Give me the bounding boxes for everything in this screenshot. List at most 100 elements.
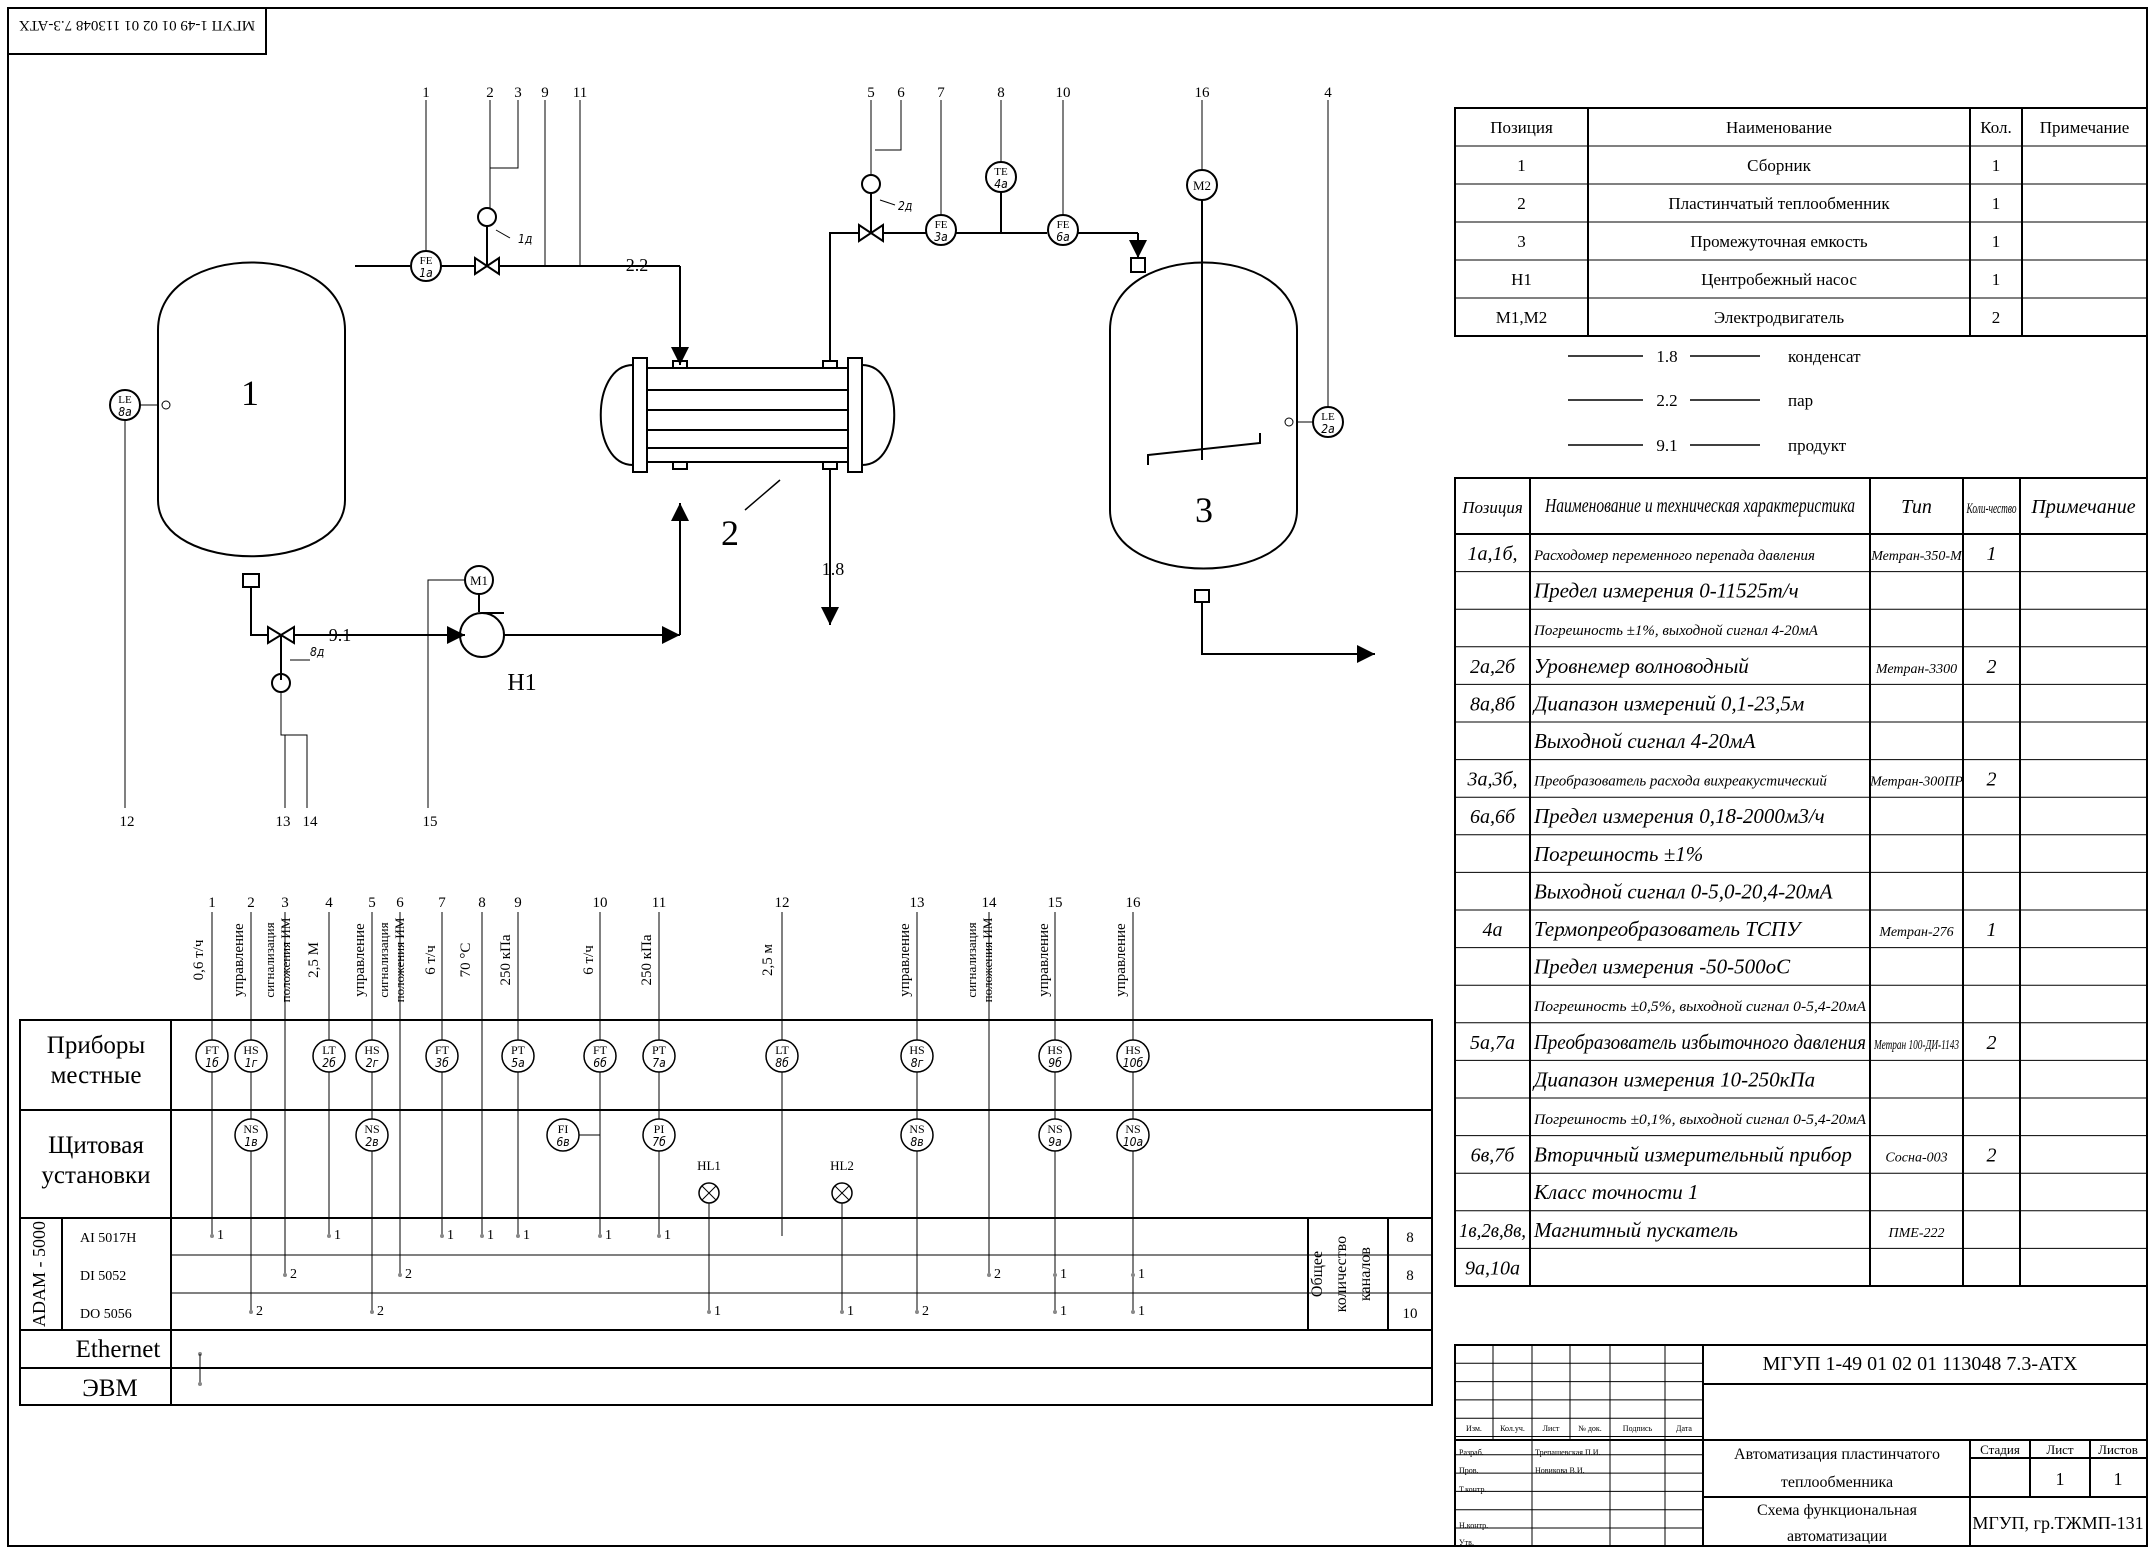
tb-role: Разраб. [1459, 1448, 1484, 1457]
it-cell: Метран 100-ДИ-1143 [1873, 1038, 1959, 1053]
inst-num: 2г [366, 1056, 379, 1070]
local-instrument [583, 1039, 617, 1073]
local-instrument [765, 1039, 799, 1073]
inst-tag: HS [1047, 1043, 1062, 1057]
line-num: 15 [423, 814, 438, 830]
line-num: 3 [514, 85, 522, 101]
line-num: 6 [897, 85, 905, 101]
channel-mark: 1 [487, 1228, 494, 1243]
inst-tag: HS [243, 1043, 258, 1057]
it-cell: 4а [1483, 919, 1503, 941]
it-header: Наименование и техническая характеристик… [1544, 495, 1855, 517]
column-param: сигнализация [262, 922, 277, 997]
it-cell: Предел измерения 0-11525т/ч [1533, 579, 1799, 603]
column-number: 8 [478, 895, 486, 911]
vessel-1 [157, 261, 346, 558]
channel-dot [1131, 1310, 1135, 1314]
heat-exchanger-2 [599, 357, 896, 511]
line-num: 8 [997, 85, 1005, 101]
it-cell: 2 [1987, 656, 1997, 678]
inst-num: 9а [1048, 1135, 1061, 1149]
channel-mark: 2 [256, 1304, 263, 1319]
column-param: сигнализация [964, 922, 979, 997]
it-cell: 1 [1987, 919, 1997, 941]
channel-mark: 1 [523, 1228, 530, 1243]
tb-stage-h: Стадия [1980, 1442, 2020, 1457]
channel-dot [598, 1234, 602, 1238]
row-label-adam: ADAM - 5000 [29, 1221, 49, 1327]
inst-tag: NS [1047, 1122, 1062, 1136]
panel-instrument [1116, 1118, 1150, 1152]
it-cell: 2 [1987, 769, 1997, 791]
corner-stamp-text: МГУП 1-49 01 02 01 113048 7.3-АТХ [19, 17, 255, 33]
inst-num: 10б [1123, 1056, 1144, 1070]
it-cell: Метран-3300 [1875, 662, 1957, 677]
module-di: DI 5052 [80, 1269, 126, 1284]
column-param: 250 кПа [639, 934, 655, 985]
tb-role: Т.контр. [1459, 1485, 1486, 1494]
it-cell: 6в,7б [1471, 1145, 1516, 1167]
line-num: 11 [573, 85, 587, 101]
tb-code: МГУП 1-49 01 02 01 113048 7.3-АТХ [1763, 1353, 2078, 1375]
eq-header: Примечание [2040, 118, 2130, 137]
legend-name: пар [1788, 391, 1813, 410]
column-number: 11 [652, 895, 666, 911]
it-cell: Погрешность ±1% [1533, 842, 1703, 866]
channel-dot [370, 1310, 374, 1314]
inst-num: 2в [365, 1135, 378, 1149]
column-number: 1 [208, 895, 216, 911]
it-cell: Предел измерения 0,18-2000м3/ч [1533, 804, 1825, 828]
local-instrument [425, 1039, 459, 1073]
it-cell: Метран-350-М [1870, 549, 1963, 564]
column-number: 9 [514, 895, 522, 911]
tb-sheet-h: Лист [2046, 1442, 2074, 1457]
eq-cell: Сборник [1747, 156, 1811, 175]
column-number: 6 [396, 895, 404, 911]
inst-m2: М2 [1193, 178, 1211, 193]
channel-mark: 1 [1138, 1267, 1145, 1282]
inst-num: 8в [910, 1135, 923, 1149]
line-num: 10 [1056, 85, 1071, 101]
inst-te4a-b: 4а [994, 177, 1007, 191]
tb-title2-b: автоматизации [1787, 1528, 1888, 1545]
it-cell: Погрешность ±1%, выходной сигнал 4-20мА [1533, 623, 1819, 639]
inst-fe6a-a: FE [1057, 219, 1070, 231]
totals-label-3: каналов [1357, 1247, 1374, 1301]
column-param: 250 кПа [498, 934, 514, 985]
eq-cell: 1 [1517, 156, 1526, 175]
tb-title2-a: Схема функциональная [1757, 1502, 1918, 1519]
actuator-8d: 8д [310, 645, 324, 659]
inst-tag: NS [909, 1122, 924, 1136]
tb-org: МГУП, гр.ТЖМП-131 [1972, 1513, 2143, 1533]
flow-label-18: 1.8 [822, 559, 845, 579]
channel-dot [915, 1310, 919, 1314]
line-legend: 1.8 конденсат 2.2 пар 9.1 продукт [1568, 347, 1861, 455]
it-cell: Преобразователь избыточного давления [1533, 1030, 1866, 1054]
tb-title1-a: Автоматизация пластинчатого [1734, 1446, 1940, 1463]
column-number: 16 [1126, 895, 1142, 911]
lamp-label: HL1 [697, 1158, 721, 1173]
inst-tag: LT [322, 1043, 336, 1057]
channel-mark: 1 [1060, 1304, 1067, 1319]
column-param: 2,5 М [306, 942, 322, 978]
column-number: 10 [593, 895, 608, 911]
inst-tag: PT [652, 1043, 667, 1057]
inst-num: 8б [775, 1056, 789, 1070]
column-param: управление [352, 923, 368, 997]
eq-cell: М1,М2 [1496, 308, 1547, 327]
column-param: 6 т/ч [423, 945, 439, 975]
it-cell: Метран-276 [1878, 925, 1953, 940]
inst-tag: HS [364, 1043, 379, 1057]
inst-tag: FI [558, 1122, 569, 1136]
eq-cell: 1 [1992, 232, 2001, 251]
it-cell: 6а,6б [1470, 806, 1516, 828]
totals-label-1: Общее [1309, 1251, 1326, 1297]
channel-mark: 2 [922, 1304, 929, 1319]
panel-instrument [1038, 1118, 1072, 1152]
eq-cell: Центробежный насос [1701, 270, 1857, 289]
row-label-ethernet: Ethernet [76, 1336, 161, 1363]
tb-small-header: Дата [1676, 1424, 1692, 1433]
bus-dot [198, 1382, 202, 1386]
